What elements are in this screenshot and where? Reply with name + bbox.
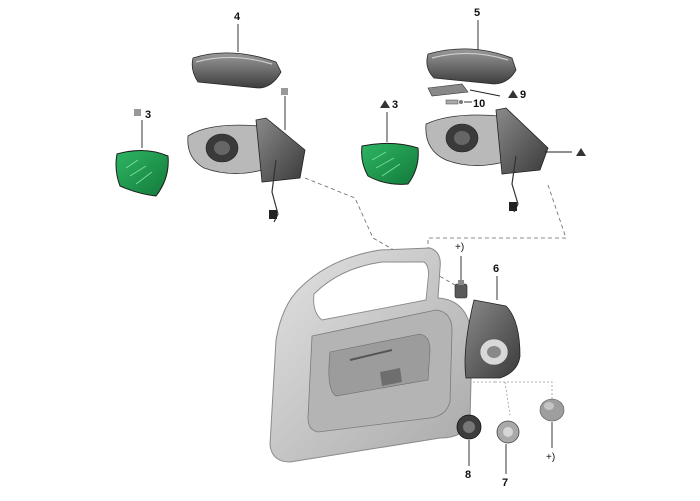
- callout-plus-bottom: +): [546, 452, 555, 463]
- callout-6: 6: [493, 263, 499, 275]
- callout-9: 9: [520, 89, 526, 101]
- callout-5: 5: [474, 7, 480, 19]
- connector-line: [469, 381, 495, 412]
- retainer-clip: [454, 280, 468, 299]
- triangle-marker: [576, 148, 586, 156]
- mirror-housing-left: [187, 117, 306, 223]
- mirror-cap-left: [191, 52, 282, 89]
- triangle-marker: [508, 90, 518, 98]
- connector-line: [504, 381, 511, 416]
- mirror-bracket: [427, 83, 469, 105]
- callout-7: 7: [502, 477, 508, 489]
- callout-3-right: 3: [392, 99, 398, 111]
- leader-line: [469, 89, 501, 97]
- mirror-housing-right: [425, 107, 549, 213]
- mirror-cap-right: [426, 48, 517, 85]
- callout-3-left: 3: [145, 109, 151, 121]
- mirror-glass-left: [115, 150, 169, 197]
- triangle-marker: [380, 100, 390, 108]
- mirror-glass-right: [361, 142, 419, 185]
- callout-8: 8: [465, 469, 471, 481]
- door-shell: [269, 247, 473, 463]
- callout-10: 10: [473, 98, 485, 110]
- square-marker: [281, 88, 288, 95]
- callout-plus-top: +): [455, 242, 464, 253]
- square-marker: [134, 109, 141, 116]
- blank-plug: [539, 398, 565, 422]
- callout-4: 4: [234, 11, 241, 23]
- mirror-switch-housing: [456, 414, 482, 440]
- door-trim-panel: [464, 299, 521, 379]
- mirror-switch-knob: [496, 420, 520, 444]
- connector-line: [495, 381, 553, 400]
